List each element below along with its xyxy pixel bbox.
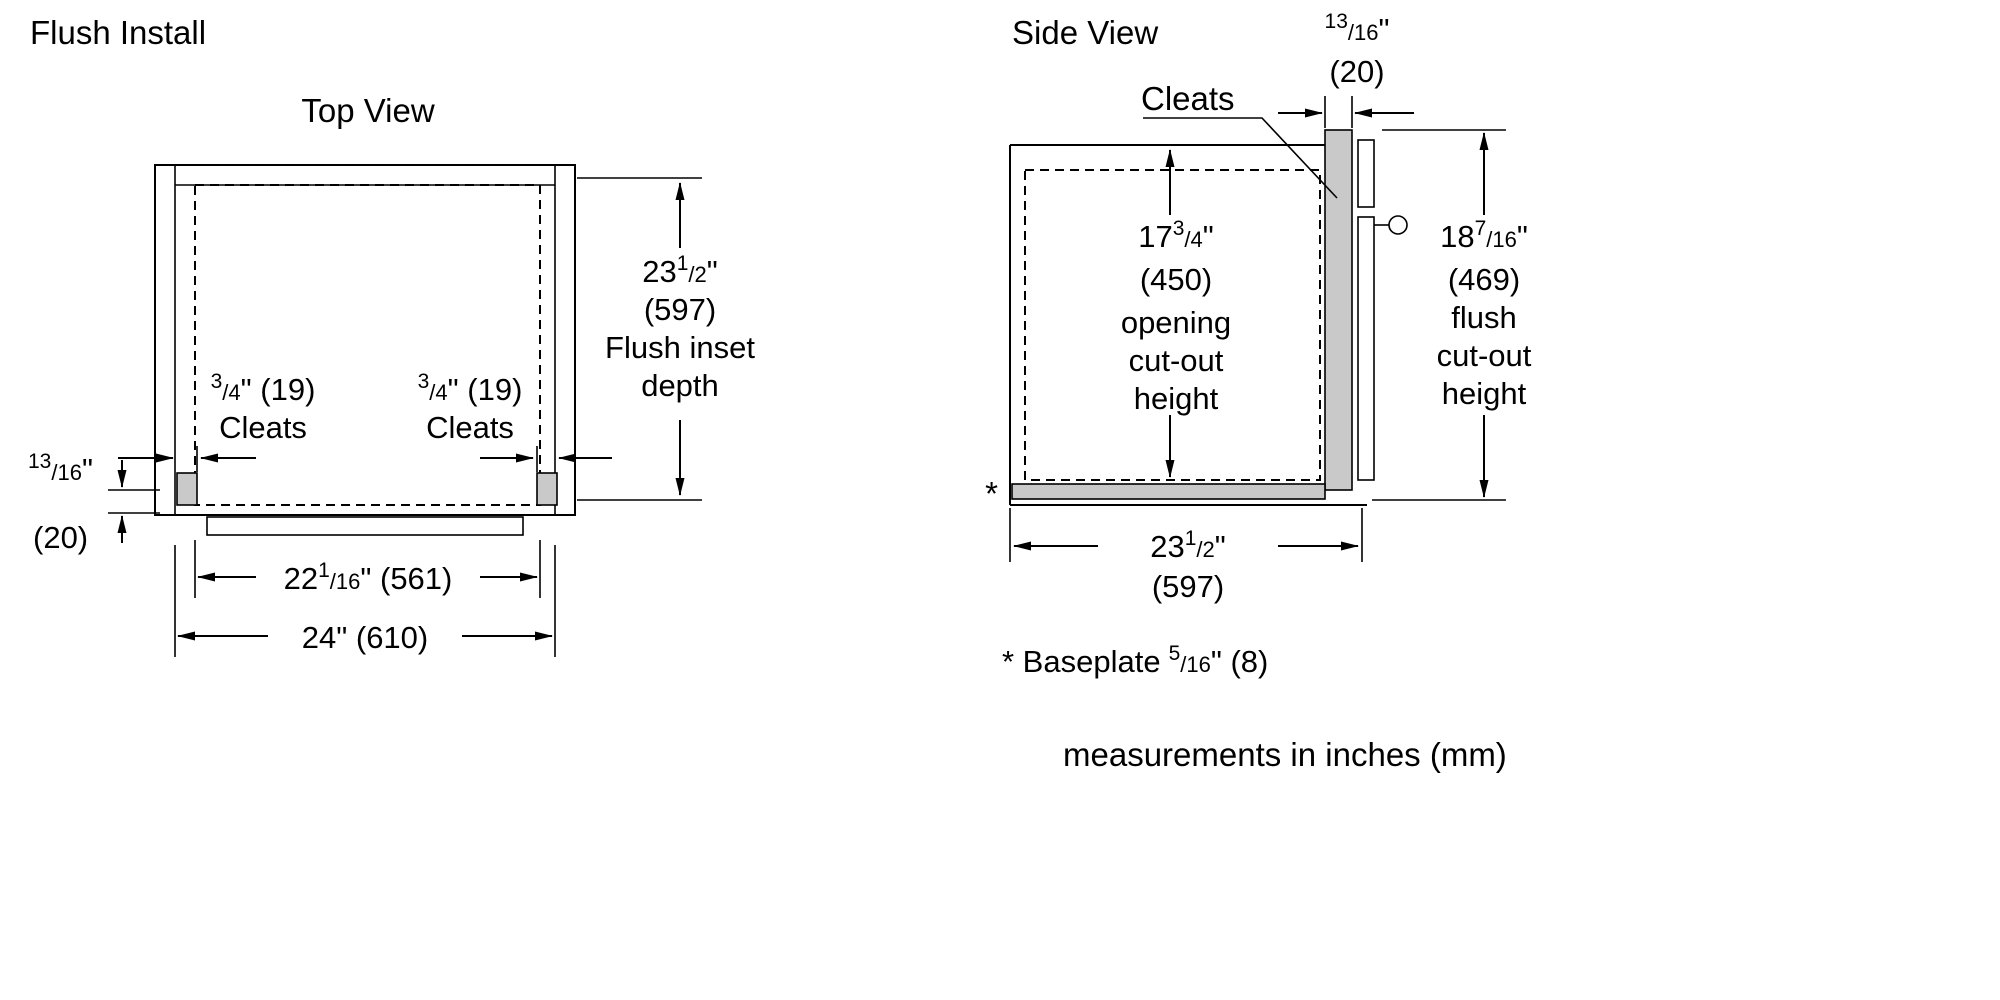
- units-note: measurements in inches (mm): [1063, 736, 1507, 773]
- cleat-thickness-mm: (20): [1329, 54, 1384, 89]
- cleat-dim-right-value: 3/4" (19): [418, 370, 523, 407]
- side-width-dim-mm: (597): [1152, 569, 1224, 604]
- opening-height-value: 173/4": [1138, 217, 1214, 254]
- top-view-appliance-front: [206, 516, 524, 536]
- side-width-dim-value: 231/2": [1150, 527, 1226, 564]
- side-view-front-panel-top: [1357, 139, 1375, 208]
- cleats-callout: Cleats: [1141, 80, 1338, 199]
- dim-cleat-right: 3/4" (19) Cleats: [418, 370, 612, 472]
- top-view-cleat-left: [176, 472, 198, 506]
- opening-height-caption-1: opening: [1121, 305, 1231, 340]
- flush-inset-dim-caption-2: depth: [641, 368, 719, 403]
- cleat-dim-left-value: 3/4" (19): [211, 370, 316, 407]
- side-view-cutout-dashed-outline: [1024, 169, 1321, 481]
- top-view-drawing: [154, 164, 576, 536]
- flush-inset-dim-value: 231/2": [642, 252, 718, 289]
- cleat-dim-right-label: Cleats: [426, 410, 514, 445]
- dim-front-thickness: 13/16" (20): [28, 450, 160, 555]
- opening-height-caption-2: cut-out: [1129, 343, 1224, 378]
- dim-inner-width: 221/16" (561): [194, 540, 541, 598]
- cleat-thickness-value: 13/16": [1325, 10, 1390, 47]
- side-view-baseplate: [1011, 483, 1326, 500]
- opening-height-mm: (450): [1140, 262, 1212, 297]
- inner-width-dim-value: 221/16" (561): [284, 559, 453, 596]
- flush-height-caption-2: cut-out: [1437, 338, 1532, 373]
- top-view-cleat-right: [536, 472, 558, 506]
- flush-height-caption-1: flush: [1451, 300, 1516, 335]
- flush-height-caption-3: height: [1442, 376, 1527, 411]
- side-view-cleat: [1324, 129, 1353, 491]
- opening-height-caption-3: height: [1134, 381, 1219, 416]
- door-knob: [1388, 215, 1408, 235]
- flush-inset-dim-caption-1: Flush inset: [605, 330, 755, 365]
- dim-opening-height: 173/4" (450) opening cut-out height: [1121, 149, 1231, 478]
- dim-flush-inset-depth: 231/2" (597) Flush inset depth: [577, 177, 755, 501]
- dim-cleat-left: 3/4" (19) Cleats: [118, 370, 315, 472]
- top-view-cabinet-outline: [154, 164, 576, 516]
- front-thickness-mm: (20): [33, 520, 88, 555]
- top-view-label: Top View: [301, 92, 434, 129]
- dim-outer-width: 24" (610): [174, 545, 556, 657]
- cleats-callout-label: Cleats: [1141, 80, 1235, 117]
- side-view-front-panel-bottom: [1357, 216, 1375, 481]
- flush-height-value: 187/16": [1440, 217, 1528, 254]
- callout-leader-line: [1143, 117, 1338, 199]
- top-view-cutout-dashed-outline: [194, 184, 541, 506]
- front-thickness-value: 13/16": [28, 450, 93, 487]
- flush-inset-dim-mm: (597): [644, 292, 716, 327]
- dim-flush-height: 187/16" (469) flush cut-out height: [1372, 129, 1532, 501]
- flush-height-mm: (469): [1448, 262, 1520, 297]
- baseplate-asterisk: *: [985, 475, 998, 512]
- outer-width-dim-value: 24" (610): [302, 620, 428, 655]
- side-view-drawing: *: [985, 129, 1408, 512]
- diagram-title: Flush Install: [30, 14, 206, 51]
- side-view-label: Side View: [1012, 14, 1158, 51]
- dim-cleat-thickness: 13/16" (20): [1278, 10, 1414, 128]
- cleat-dim-left-label: Cleats: [219, 410, 307, 445]
- dim-side-width: 231/2" (597): [1009, 508, 1363, 604]
